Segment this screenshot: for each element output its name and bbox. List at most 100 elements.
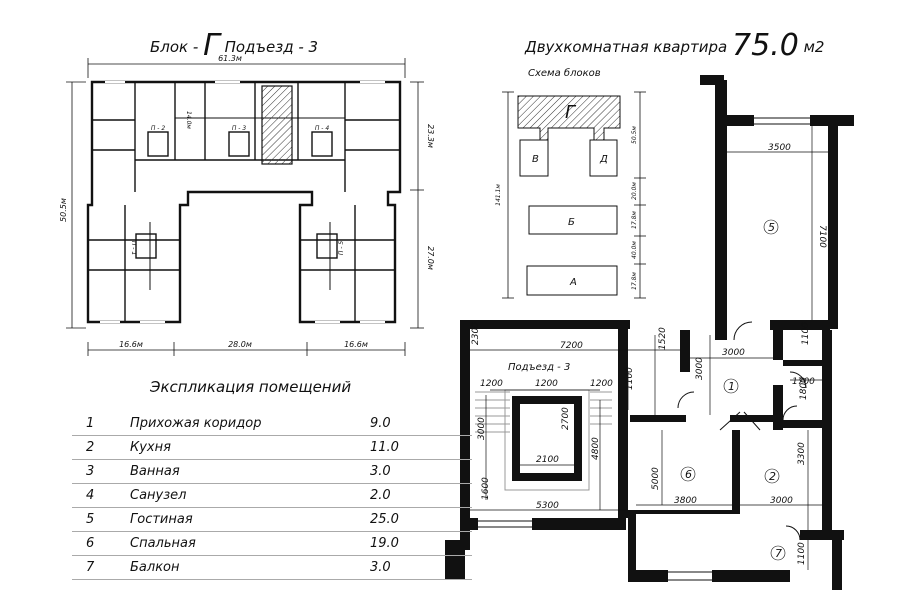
row-name: Ванная bbox=[130, 464, 180, 479]
dim-height-left: 50.5м bbox=[59, 198, 68, 222]
table-row: 2 Кухня 11.0 bbox=[72, 435, 472, 460]
dim-1520: 1520 bbox=[658, 327, 668, 350]
row-area: 2.0 bbox=[370, 488, 391, 503]
apartment-title: Двухкомнатная квартира 75.0 м2 bbox=[525, 28, 824, 63]
room-number-1: 1 bbox=[728, 380, 735, 393]
scheme-total-height: 141.1м bbox=[495, 184, 502, 206]
apartment-area: 75.0 bbox=[732, 28, 799, 63]
blocks-scheme bbox=[502, 91, 646, 299]
dim-wing: 14.0м bbox=[185, 111, 192, 129]
scheme-dim-4: 40.0м bbox=[631, 241, 638, 259]
row-area: 19.0 bbox=[370, 536, 399, 551]
dim-2300: 2300 bbox=[471, 322, 481, 345]
dim-bottom-left: 16.6м bbox=[119, 340, 143, 349]
scheme-dim-2: 20.0м bbox=[631, 182, 638, 200]
scheme-dim-3: 17.8м bbox=[631, 211, 638, 229]
row-number: 5 bbox=[86, 512, 95, 527]
row-number: 1 bbox=[86, 416, 95, 431]
dim-1100-c: 1100 bbox=[797, 542, 807, 565]
dim-1200-a: 1200 bbox=[480, 379, 503, 389]
site-plan-labels: 61.3м 50.5м 23.3м 27.0м 16.6м 28.0м 16.6… bbox=[59, 54, 435, 349]
row-name: Балкон bbox=[130, 560, 180, 575]
row-number: 2 bbox=[86, 440, 95, 455]
apartment-label: Двухкомнатная квартира bbox=[525, 38, 728, 56]
dim-1600: 1600 bbox=[481, 477, 491, 500]
row-name: Гостиная bbox=[130, 512, 193, 527]
explication-title: Экспликация помещений bbox=[150, 378, 352, 396]
entrance-p4: П - 4 bbox=[315, 125, 329, 132]
apartment-unit: м2 bbox=[803, 38, 825, 56]
row-number: 7 bbox=[86, 560, 95, 575]
dim-3500: 3500 bbox=[768, 143, 791, 153]
row-name: Спальная bbox=[130, 536, 196, 551]
table-row: 3 Ванная 3.0 bbox=[72, 459, 472, 484]
scheme-dim-1: 50.5м bbox=[631, 126, 638, 144]
dim-5000: 5000 bbox=[651, 467, 661, 490]
entrance-p1: П - 1 bbox=[130, 241, 137, 255]
dim-1700: 1700 bbox=[792, 377, 815, 387]
scheme-title: Схема блоков bbox=[528, 67, 601, 79]
dim-width-top: 61.3м bbox=[218, 54, 242, 63]
table-row: 4 Санузел 2.0 bbox=[72, 483, 472, 508]
dim-2700: 2700 bbox=[561, 407, 571, 430]
dim-3000-a: 3000 bbox=[722, 348, 745, 358]
scheme-label-b: Б bbox=[568, 217, 575, 228]
room-number-2: 2 bbox=[769, 470, 776, 483]
dim-1100-b: 1100 bbox=[625, 367, 635, 390]
row-name: Прихожая коридор bbox=[130, 416, 262, 431]
scheme-label-a: А bbox=[569, 277, 577, 288]
room-number-6: 6 bbox=[685, 468, 692, 481]
dim-7200: 7200 bbox=[560, 341, 583, 351]
dim-3000-d: 3000 bbox=[770, 496, 793, 506]
dim-1200-c: 1200 bbox=[590, 379, 613, 389]
block-prefix: Блок - bbox=[150, 38, 199, 56]
dim-bottom-mid: 28.0м bbox=[228, 340, 252, 349]
dim-5300: 5300 bbox=[536, 501, 559, 511]
row-name: Санузел bbox=[130, 488, 187, 503]
room-number-5: 5 bbox=[768, 221, 775, 234]
row-area: 9.0 bbox=[370, 416, 391, 431]
dim-right-upper: 23.3м bbox=[426, 124, 435, 148]
dim-1100-a: 1100 bbox=[801, 322, 811, 345]
entrance-p2: П - 2 bbox=[151, 125, 165, 132]
entrance-p5: П - 5 bbox=[338, 241, 345, 255]
floor-plan-labels: Подъезд - 3 3500 7100 7200 2300 1520 300… bbox=[471, 143, 827, 565]
row-area: 3.0 bbox=[370, 464, 391, 479]
dim-2100: 2100 bbox=[536, 455, 559, 465]
floor-plan bbox=[445, 75, 854, 590]
table-row: 7 Балкон 3.0 bbox=[72, 555, 472, 580]
dim-3800: 3800 bbox=[674, 496, 697, 506]
floor-entrance-label: Подъезд - 3 bbox=[508, 362, 570, 373]
dim-3000-b: 3000 bbox=[695, 357, 705, 380]
row-number: 6 bbox=[86, 536, 95, 551]
entrance-label: Подъезд - 3 bbox=[224, 38, 319, 56]
table-row: 1 Прихожая коридор 9.0 bbox=[72, 411, 472, 436]
site-plan bbox=[66, 58, 424, 356]
row-area: 11.0 bbox=[370, 440, 399, 455]
table-row: 5 Гостиная 25.0 bbox=[72, 507, 472, 532]
table-row: 6 Спальная 19.0 bbox=[72, 531, 472, 556]
dim-1800: 1800 bbox=[799, 377, 809, 400]
dim-4800: 4800 bbox=[591, 437, 601, 460]
floor-plan-lines bbox=[470, 117, 828, 581]
row-area: 3.0 bbox=[370, 560, 391, 575]
scheme-label-g: Г bbox=[565, 102, 577, 123]
row-name: Кухня bbox=[130, 440, 171, 455]
scheme-label-v: В bbox=[532, 154, 539, 165]
row-number: 4 bbox=[86, 488, 95, 503]
scheme-label-d: Д bbox=[599, 154, 608, 165]
room-number-7: 7 bbox=[775, 547, 782, 560]
dim-1200-b: 1200 bbox=[535, 379, 558, 389]
dim-3300: 3300 bbox=[797, 442, 807, 465]
block-title: Блок - Г Подъезд - 3 bbox=[150, 28, 318, 63]
scheme-dim-5: 17.8м bbox=[631, 272, 638, 290]
dim-7100: 7100 bbox=[817, 225, 827, 248]
block-letter: Г bbox=[203, 28, 220, 63]
entrance-p3: П - 3 bbox=[232, 125, 246, 132]
row-area: 25.0 bbox=[370, 512, 399, 527]
dim-right-lower: 27.0м bbox=[426, 246, 435, 270]
row-number: 3 bbox=[86, 464, 95, 479]
dim-3000-c: 3000 bbox=[477, 417, 487, 440]
dim-bottom-right: 16.6м bbox=[344, 340, 368, 349]
